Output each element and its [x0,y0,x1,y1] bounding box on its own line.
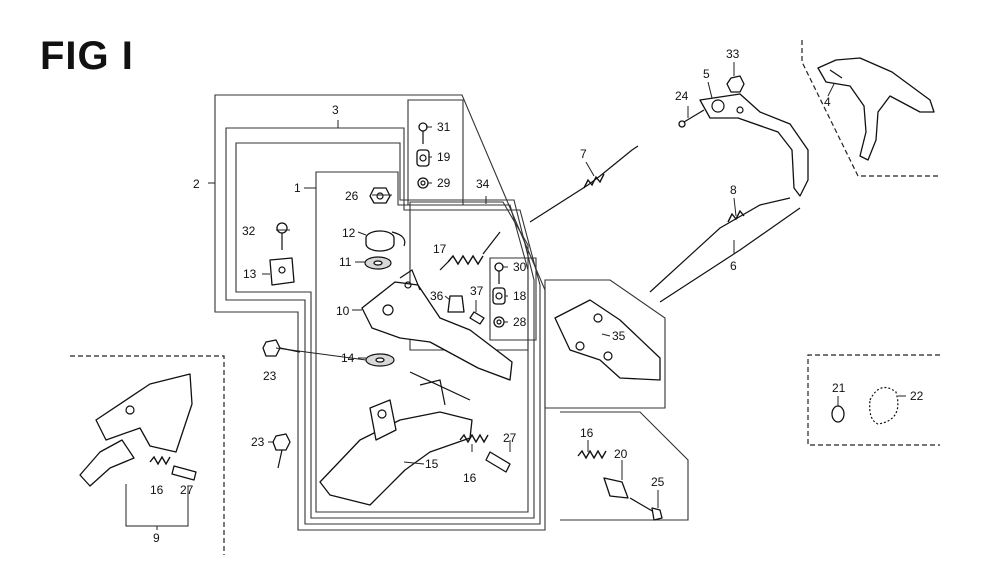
chain-22 [869,386,899,425]
frame-screw-group [407,99,464,206]
spring-16-right [577,449,607,460]
label-part-1: 1 [294,181,301,195]
label-part-5: 5 [703,67,710,81]
frame-lines [70,40,940,555]
label-part-14: 14 [341,351,355,365]
label-part-28: 28 [513,315,527,329]
label-part-6: 6 [730,259,737,273]
figure-title: FIG I [40,34,134,78]
washer-11 [364,256,392,270]
screw-30 [494,262,504,284]
frame-part-4 [801,40,940,177]
lever-10 [361,269,513,381]
label-part-36: 36 [430,289,444,303]
label-part-37: 37 [470,284,484,298]
spring-17 [439,231,501,271]
label-part-33: 33 [726,47,740,61]
bolt-23-lower [272,433,291,469]
screw-32 [276,222,288,250]
bolt-24 [678,109,705,128]
frame-part-20 [560,411,689,521]
frame-assembly-1 [315,171,529,513]
label-part-21: 21 [832,381,846,395]
spring-16-center [459,433,489,444]
rod-8 [649,197,791,293]
washer-28 [493,316,505,328]
label-part-10: 10 [336,304,350,318]
label-part-7: 7 [580,147,587,161]
label-part-16-right: 16 [580,426,594,440]
washer-29 [417,177,429,189]
lever-5 [699,93,809,197]
label-part-15: 15 [425,457,439,471]
clip-13 [269,257,295,286]
label-part-22: 22 [910,389,924,403]
label-part-3: 3 [332,103,339,117]
plate-35 [554,299,661,381]
washer-14 [365,353,395,367]
sleeve-20 [603,477,629,499]
label-part-30: 30 [513,260,527,274]
label-part-18: 18 [513,289,527,303]
label-part-11: 11 [339,255,352,269]
label-part-27-center: 27 [503,431,517,445]
label-part-12: 12 [342,226,356,240]
label-part-34: 34 [476,177,490,191]
bolt-23-upper [262,339,301,357]
label-part-26: 26 [345,189,359,203]
rod-7 [529,145,639,223]
label-part-17: 17 [433,242,447,256]
fitting-19 [416,149,430,167]
frame-part-35 [544,279,666,409]
frame-assembly-3-inner [235,142,535,519]
label-part-23-upper: 23 [263,369,277,383]
part-number-labels: 2 3 1 26 12 11 10 32 13 14 23 23 15 16 2… [150,47,924,545]
label-part-31: 31 [437,120,451,134]
rod-6 [659,207,801,303]
label-part-27-left: 27 [180,483,194,497]
label-part-9: 9 [153,531,160,545]
screw-37 [469,311,485,325]
label-part-24: 24 [675,89,689,103]
label-part-8: 8 [730,183,737,197]
bracket-15 [319,371,473,506]
label-part-32: 32 [242,224,256,238]
frame-assembly-2 [214,94,546,531]
label-part-29: 29 [437,176,451,190]
fitting-18 [492,287,506,305]
clip-21 [831,405,845,423]
label-part-19: 19 [437,150,451,164]
leader-lines [125,62,906,530]
label-part-16-center: 16 [463,471,477,485]
label-part-35: 35 [612,329,626,343]
frame-screw-group-2 [489,257,537,341]
collar-12 [365,230,406,252]
label-part-13: 13 [243,267,257,281]
lever-4 [817,57,935,161]
label-part-16-left: 16 [150,483,164,497]
frame-part-22 [807,354,940,446]
assembly-9 [79,373,197,487]
label-part-23-lower: 23 [251,435,265,449]
bolt-27-center [485,451,511,473]
screw-31 [418,122,428,144]
nut-33 [726,75,745,93]
pivot-36 [447,295,465,313]
label-part-2: 2 [193,177,200,191]
frame-part-9 [70,355,225,555]
label-part-20: 20 [614,447,628,461]
frame-assembly-3 [225,127,541,525]
label-part-25: 25 [651,475,665,489]
bolt-25 [629,497,663,521]
label-part-4: 4 [824,95,831,109]
